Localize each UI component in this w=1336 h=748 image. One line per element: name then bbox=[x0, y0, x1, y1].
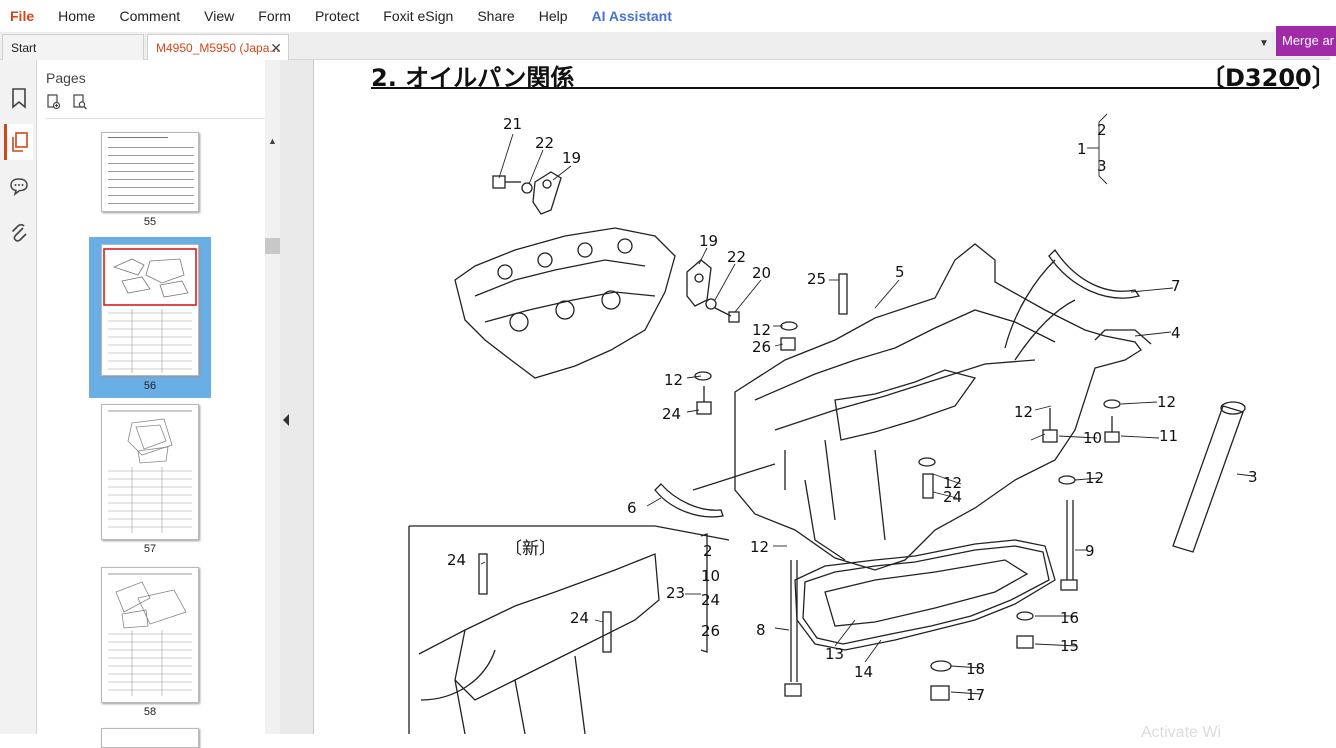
page-thumbnail-56[interactable] bbox=[101, 244, 199, 376]
menu-ai-assistant[interactable]: AI Assistant bbox=[591, 8, 672, 24]
callout-24: 24 bbox=[570, 609, 590, 627]
callout-12: 12 bbox=[750, 538, 770, 556]
collapse-panel-icon[interactable] bbox=[283, 414, 289, 426]
pages-toolbar bbox=[46, 94, 88, 115]
callout-11: 11 bbox=[1159, 427, 1179, 445]
callout-12: 12 bbox=[1157, 393, 1177, 411]
callout-7: 7 bbox=[1171, 277, 1181, 295]
pages-icon[interactable] bbox=[4, 124, 33, 160]
activate-windows-watermark: Activate Wi bbox=[1141, 724, 1222, 741]
page-number-55: 55 bbox=[143, 216, 157, 228]
pages-panel-title: Pages bbox=[46, 70, 86, 86]
page-thumbnail-59[interactable] bbox=[101, 728, 199, 748]
callout-26: 26 bbox=[752, 338, 772, 356]
key-2: 2 bbox=[1097, 121, 1107, 139]
menu-file[interactable]: File bbox=[10, 8, 35, 24]
callout-10: 10 bbox=[1083, 429, 1103, 447]
callout-13: 13 bbox=[825, 645, 845, 663]
page-thumbnail-55[interactable] bbox=[101, 132, 199, 212]
callout-22: 22 bbox=[535, 134, 555, 152]
callout-22: 22 bbox=[727, 248, 747, 266]
key-3: 3 bbox=[1097, 157, 1107, 175]
callout-20: 20 bbox=[752, 264, 772, 282]
callout-12: 12 bbox=[664, 371, 684, 389]
attachment-icon[interactable] bbox=[4, 215, 33, 251]
title-rule bbox=[371, 87, 1299, 89]
callout-3: 3 bbox=[1248, 468, 1258, 486]
menu-home[interactable]: Home bbox=[58, 8, 96, 24]
merge-button[interactable]: Merge ar bbox=[1276, 26, 1336, 56]
group-10: 10 bbox=[701, 567, 721, 585]
menu-share[interactable]: Share bbox=[477, 8, 515, 24]
callout-4: 4 bbox=[1171, 324, 1181, 342]
page-number-58: 58 bbox=[143, 706, 157, 718]
callout-12: 12 bbox=[1085, 469, 1105, 487]
callout-16: 16 bbox=[1060, 609, 1080, 627]
callout-24: 24 bbox=[447, 551, 467, 569]
insert-page-icon[interactable] bbox=[46, 94, 62, 115]
callout-18: 18 bbox=[966, 660, 986, 678]
tab-list-dropdown-icon[interactable]: ▼ bbox=[1259, 38, 1269, 49]
key-1: 1 bbox=[1077, 140, 1087, 158]
group-26: 26 bbox=[701, 622, 721, 640]
tab-document[interactable]: M4950_M5950 (Japa... ✕ bbox=[147, 34, 289, 60]
callout-15: 15 bbox=[1060, 637, 1080, 655]
menu-view[interactable]: View bbox=[204, 8, 235, 24]
callout-24: 24 bbox=[943, 488, 963, 506]
callout-25: 25 bbox=[807, 270, 827, 288]
menu-bar: File Home Comment View Form Protect Foxi… bbox=[0, 0, 1330, 32]
comments-icon[interactable] bbox=[4, 168, 33, 204]
callout-12: 12 bbox=[1014, 403, 1034, 421]
pages-scrollbar[interactable]: ▲ bbox=[265, 60, 280, 734]
page-thumbnail-57[interactable] bbox=[101, 404, 199, 540]
document-view[interactable]: 2. オイルパン関係 〔D3200〕 bbox=[315, 60, 1336, 741]
callout-14: 14 bbox=[854, 663, 874, 681]
pages-divider bbox=[46, 118, 274, 119]
group-2: 2 bbox=[703, 542, 713, 560]
side-rail bbox=[0, 60, 37, 734]
callout-23: 23 bbox=[666, 584, 686, 602]
callout-19: 19 bbox=[699, 232, 719, 250]
scrollbar-thumb[interactable] bbox=[265, 238, 280, 254]
close-tab-icon[interactable]: ✕ bbox=[270, 40, 282, 56]
pages-panel: Pages 55 bbox=[37, 60, 280, 748]
tab-document-label: M4950_M5950 (Japa... bbox=[156, 41, 280, 55]
tab-start-label: Start bbox=[11, 41, 37, 55]
callout-21: 21 bbox=[503, 115, 523, 133]
search-page-icon[interactable] bbox=[72, 94, 88, 115]
callout-19: 19 bbox=[562, 149, 582, 167]
menu-comment[interactable]: Comment bbox=[119, 8, 181, 24]
bookmark-icon[interactable] bbox=[4, 80, 33, 116]
callout-12: 12 bbox=[752, 321, 772, 339]
panel-collapse-strip[interactable] bbox=[280, 60, 314, 734]
exploded-parts-diagram bbox=[408, 113, 1254, 735]
tab-bar: Start M4950_M5950 (Japa... ✕ bbox=[0, 32, 1330, 60]
tab-start[interactable]: Start bbox=[2, 34, 144, 60]
new-version-label: 〔新〕 bbox=[505, 539, 556, 559]
scroll-up-icon[interactable]: ▲ bbox=[268, 136, 277, 146]
page-number-56: 56 bbox=[143, 380, 157, 392]
group-24: 24 bbox=[701, 591, 721, 609]
callout-8: 8 bbox=[756, 621, 766, 639]
callout-9: 9 bbox=[1085, 542, 1095, 560]
page-thumbnail-58[interactable] bbox=[101, 567, 199, 703]
callout-5: 5 bbox=[895, 263, 905, 281]
menu-foxit-esign[interactable]: Foxit eSign bbox=[383, 8, 454, 24]
menu-form[interactable]: Form bbox=[258, 8, 291, 24]
callout-17: 17 bbox=[966, 686, 986, 704]
callout-12: 12 bbox=[943, 474, 963, 492]
page-number-57: 57 bbox=[143, 543, 157, 555]
menu-protect[interactable]: Protect bbox=[314, 8, 360, 24]
callout-24: 24 bbox=[662, 405, 682, 423]
callout-6: 6 bbox=[627, 499, 637, 517]
menu-help[interactable]: Help bbox=[538, 8, 568, 24]
